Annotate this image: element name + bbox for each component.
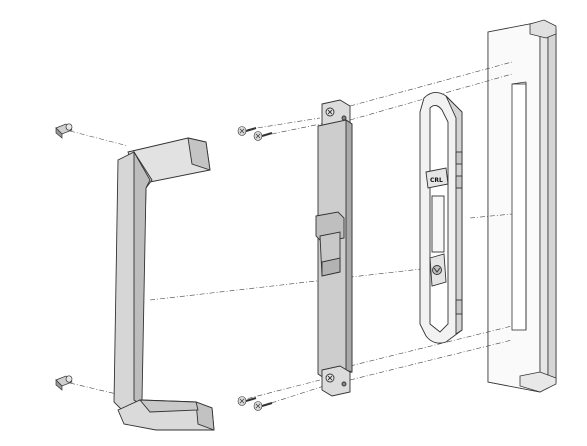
screw-bottom-2: [253, 401, 273, 411]
latch-mechanism: [419, 92, 463, 344]
screw-top-2: [253, 131, 273, 141]
set-pin-bottom: [55, 375, 73, 391]
latch-brand-label: CRL: [430, 177, 443, 184]
set-pin-icon: [55, 123, 73, 391]
screw-bottom-1: [237, 396, 257, 406]
mounting-plate: [315, 99, 353, 397]
door-frame-extrusion: [487, 19, 557, 393]
pull-handle: [113, 137, 215, 431]
screw-top-1: [237, 126, 257, 136]
set-pin-top: [55, 123, 73, 139]
screw-icon: [237, 126, 273, 411]
